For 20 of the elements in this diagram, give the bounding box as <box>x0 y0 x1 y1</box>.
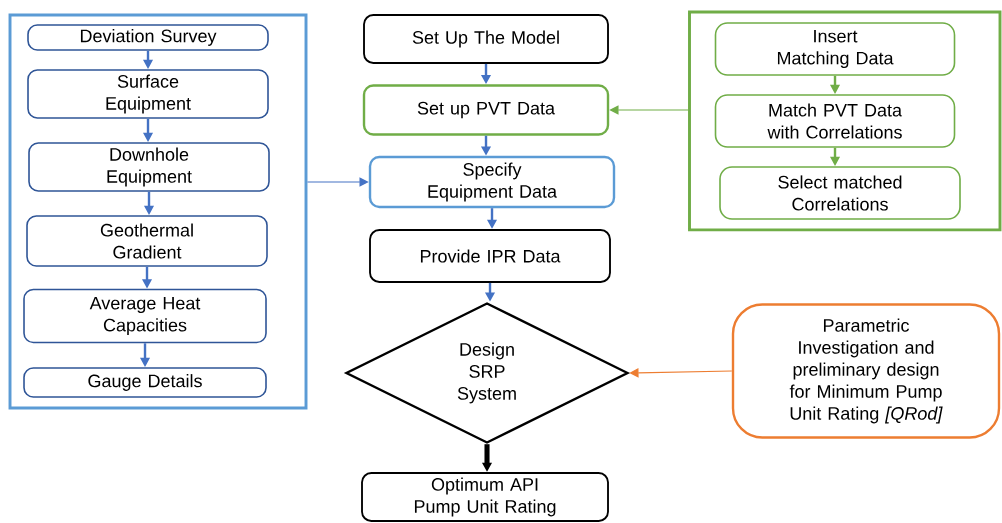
process-box: Set up PVT Data <box>362 84 610 136</box>
process-box: Select matched Correlations <box>719 166 961 220</box>
arrow <box>629 368 733 378</box>
process-box: Provide IPR Data <box>369 229 611 283</box>
arrow <box>609 105 689 115</box>
process-box: Insert Matching Data <box>714 22 956 76</box>
process-box: Downhole Equipment <box>28 142 270 192</box>
note-box: Parametric Investigation and preliminary design for Minimum Pump Unit Rating [QRod] <box>731 303 1001 439</box>
process-box: Average Heat Capacities <box>23 288 267 344</box>
process-box: Optimum API Pump Unit Rating <box>361 472 609 522</box>
process-box: Deviation Survey <box>27 24 269 51</box>
process-box: Specify Equipment Data <box>368 155 616 209</box>
process-box: Match PVT Data with Correlations <box>714 94 956 148</box>
process-box: Geothermal Gradient <box>26 215 268 267</box>
process-box: Set Up The Model <box>363 14 609 64</box>
group-frame <box>8 13 308 410</box>
group-frame <box>688 10 1002 232</box>
process-box: Surface Equipment <box>27 69 269 119</box>
process-box: Gauge Details <box>23 367 267 398</box>
arrow <box>306 177 369 187</box>
